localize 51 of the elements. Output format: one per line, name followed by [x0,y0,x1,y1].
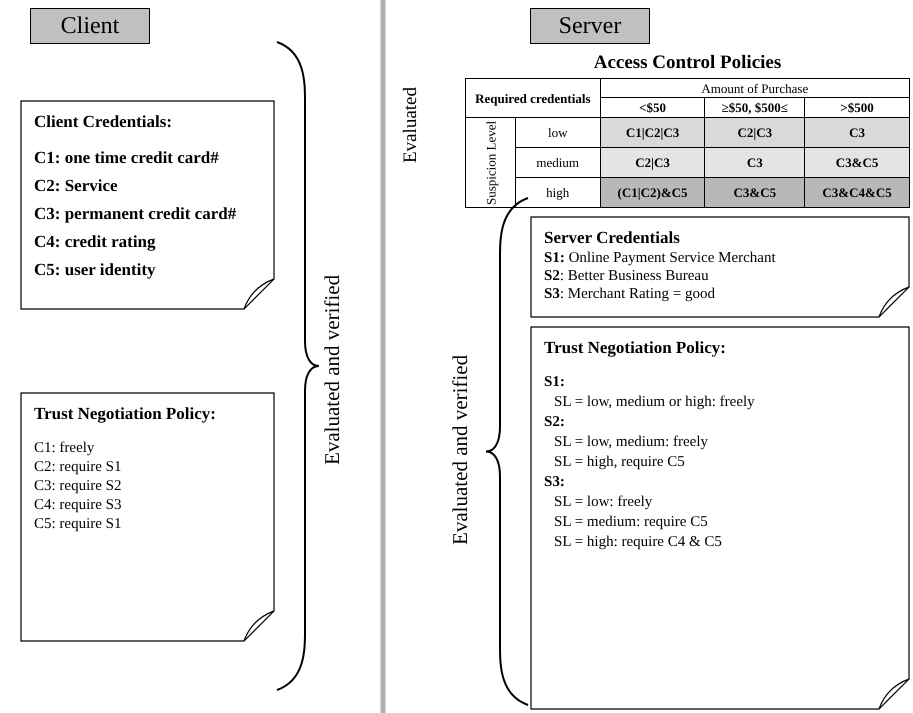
note-line: C4: credit rating [34,232,156,252]
note-line: SL = low, medium: freely [554,434,709,451]
table-cell: C3&C5 [704,178,805,208]
note-line: C3: require S2 [34,478,122,495]
note-line: S1: [544,374,566,391]
note-line: S2: Better Business Bureau [544,268,710,285]
table-cell: high [515,178,600,208]
table-cell: low [515,118,600,148]
note-line: SL = high, require C5 [554,454,686,471]
note-line: SL = low, medium or high: freely [554,394,756,411]
note-line: C2: Service [34,176,119,196]
vertical-note: Evaluated and verified [320,274,345,468]
table-cell: Required credentials [466,78,600,118]
note-line: SL = low: freely [554,494,654,511]
note-line: S1: Online Payment Service Merchant [544,250,777,267]
vertical-note: Evaluated [400,86,422,165]
table-cell: (C1|C2)&C5 [600,178,705,208]
table-cell: C3&C5 [804,148,910,178]
header-box: Client [30,8,150,44]
note-card [20,392,275,642]
note-card [530,216,910,318]
table-cell: C2|C3 [704,118,805,148]
table-cell: C1|C2|C3 [600,118,705,148]
note-line: SL = medium: require C5 [554,514,709,531]
note-line: C1: freely [34,440,96,457]
table-cell: C2|C3 [600,148,705,178]
note-heading: Server Credentials [544,228,681,248]
note-heading: Trust Negotiation Policy: [544,338,727,358]
note-card [530,326,910,710]
note-line: C4: require S3 [34,497,122,514]
note-line: C1: one time credit card# [34,148,220,168]
note-line: S3: Merchant Rating = good [544,286,716,303]
table-title: Access Control Policies [592,52,782,74]
table-cell: Suspicion Level [466,118,516,208]
note-line: SL = high: require C4 & C5 [554,534,723,551]
note-line: C2: require S1 [34,459,122,476]
note-card [20,100,275,310]
table-cell: C3&C4&C5 [804,178,910,208]
note-line: S3: [544,474,566,491]
note-line: C3: permanent credit card# [34,204,238,224]
note-line: C5: require S1 [34,516,122,533]
vertical-note: Evaluated and verified [448,354,473,548]
header-box: Server [530,8,650,44]
note-heading: Trust Negotiation Policy: [34,404,217,424]
note-line: S2: [544,414,566,431]
table-cell: Amount of Purchase [600,78,910,98]
table-cell: medium [515,148,600,178]
table-cell: C3 [804,118,910,148]
table-cell: C3 [704,148,805,178]
note-line: C5: user identity [34,260,157,280]
note-heading: Client Credentials: [34,112,174,132]
